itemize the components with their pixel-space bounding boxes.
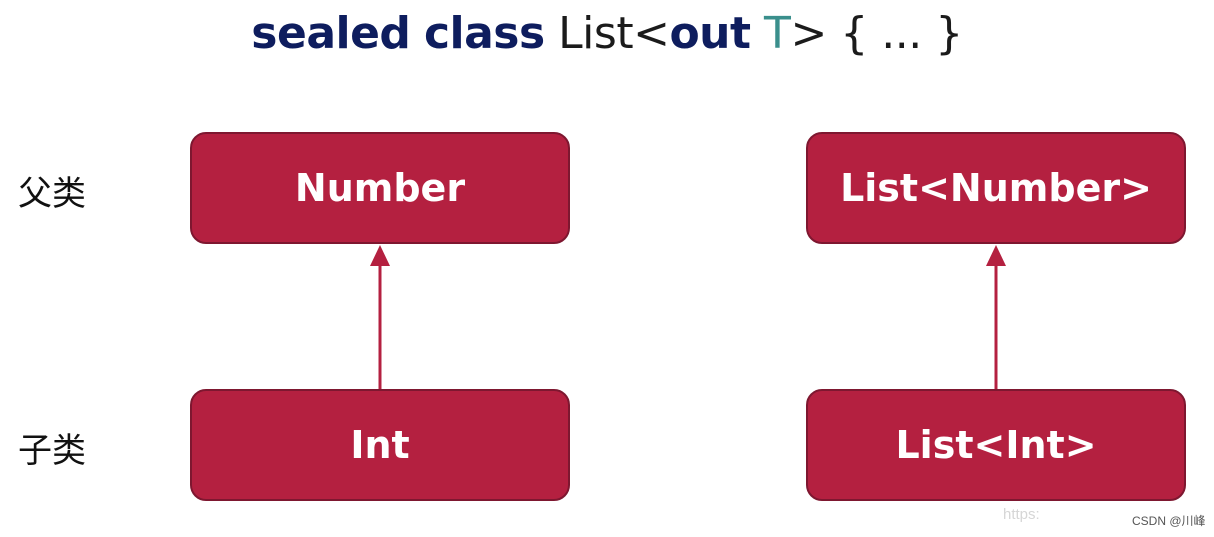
right-inheritance-arrow [986, 245, 1006, 389]
number-box-label: Number [294, 166, 466, 210]
type-name: List< [558, 8, 670, 59]
list-int-box-label: List<Int> [895, 423, 1097, 467]
int-box-label: Int [350, 423, 410, 467]
declaration-title: sealed class List<out T> { ... } [0, 6, 1214, 62]
parent-row-label: 父类 [18, 174, 86, 214]
list-number-box: List<Number> [806, 132, 1186, 244]
watermark-text: https: [1003, 506, 1040, 523]
declaration-suffix: > { ... } [790, 8, 963, 59]
keyword-sealed: sealed [251, 8, 411, 59]
left-inheritance-arrow [370, 245, 390, 389]
keyword-out: out [669, 8, 751, 59]
int-box: Int [190, 389, 570, 501]
list-int-box: List<Int> [806, 389, 1186, 501]
list-number-box-label: List<Number> [840, 166, 1152, 210]
csdn-credit: CSDN @川峰 [1132, 514, 1206, 528]
type-parameter: T [764, 8, 791, 59]
keyword-class: class [423, 8, 545, 59]
child-row-label: 子类 [18, 431, 86, 471]
number-box: Number [190, 132, 570, 244]
